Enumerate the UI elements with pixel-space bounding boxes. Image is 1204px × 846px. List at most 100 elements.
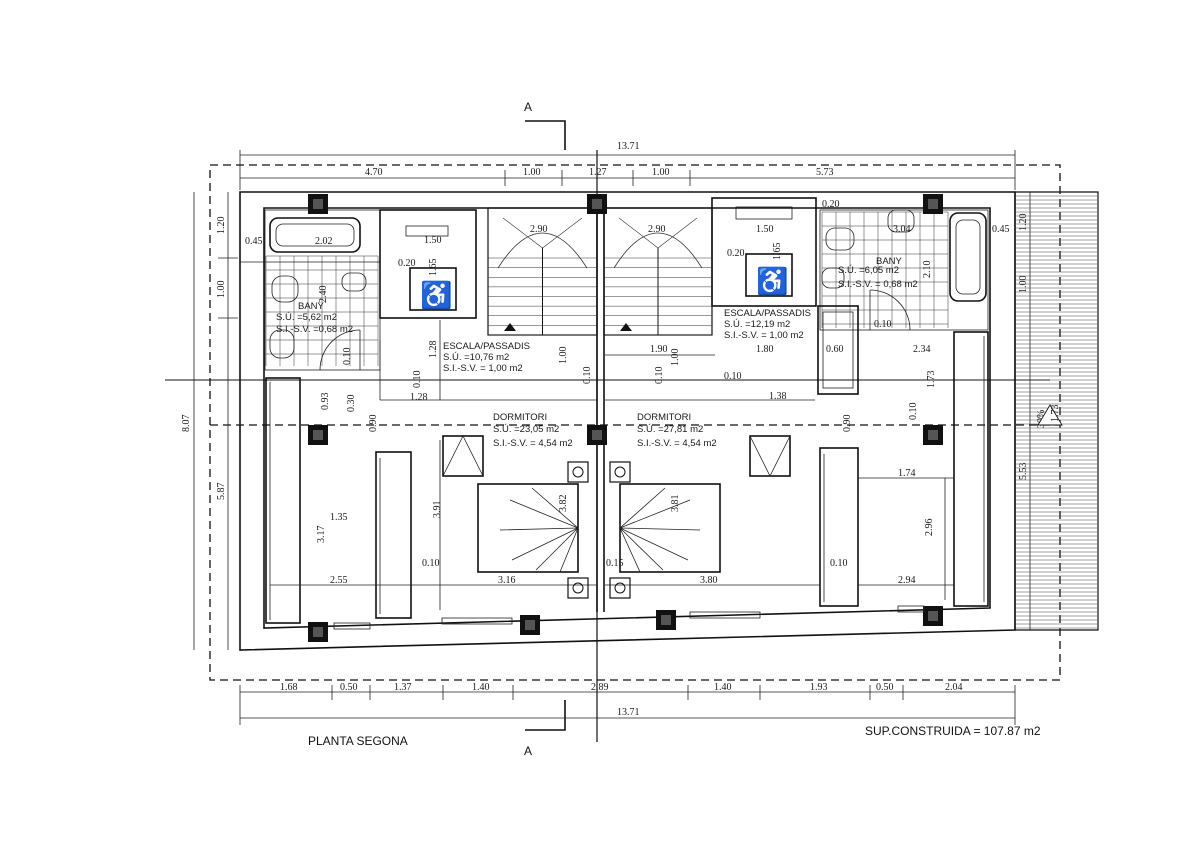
duct-right [817, 305, 859, 395]
section-label-bottom: A [524, 744, 532, 758]
dim-am: 1.35 [330, 512, 348, 523]
bathtub-left [269, 217, 361, 253]
dim-bottom-3: 1.40 [472, 682, 490, 693]
column [923, 606, 943, 626]
section-marker-top: A [524, 100, 566, 150]
column [520, 615, 540, 635]
dim-af: 3.81 [670, 495, 681, 513]
dim-ao: 0.15 [606, 558, 624, 569]
room-sisv-dorm-right: S.I.-S.V. = 4,54 m2 [637, 438, 717, 449]
dim-p: 0.10 [582, 367, 593, 385]
dim-overall-left: 8.07 [181, 415, 192, 433]
dim-o: 1.28 [410, 392, 428, 403]
dim-top-4: 5.73 [816, 167, 834, 178]
dim-ah: 0.10 [908, 403, 919, 421]
dim-bottom-7: 0.50 [876, 682, 894, 693]
room-name-dorm-left: DORMITORI [493, 412, 547, 423]
right-dimensions: 1.20 1.00 5.53 [1018, 192, 1031, 630]
top-dimensions: 13.71 4.70 1.00 1.27 1.00 5.73 [239, 141, 1016, 190]
dim-s: 1.90 [650, 344, 668, 355]
dim-r: 0.10 [724, 371, 742, 382]
column [656, 610, 676, 630]
plan-title: PLANTA SEGONA [308, 734, 408, 748]
skylights [442, 435, 791, 477]
dim-aa: 0.93 [320, 393, 331, 411]
room-sisv-bany-left: S.I.-S.V. =0,68 m2 [276, 324, 353, 335]
dim-lift-l-l: 1.65 [428, 259, 439, 277]
dim-bath-r-i: 3.04 [893, 224, 911, 235]
bottom-windows [333, 605, 925, 630]
dim-m: 0.10 [412, 371, 423, 389]
bottom-dimensions: 1.68 0.50 1.37 1.40 2.89 1.40 1.93 0.50 … [239, 682, 1016, 725]
toilet-right [825, 227, 855, 251]
dim-overall-top: 13.71 [617, 141, 640, 152]
room-name-escala-right: ESCALA/PASSADIS [724, 308, 811, 319]
dim-lift-r-av: 0.20 [727, 248, 745, 259]
bathroom-left: 0.45 2.02 2.40 BANY S.Ú. =5,62 m2 S.I.-S… [240, 209, 381, 371]
dim-left-0: 1.20 [216, 217, 227, 235]
room-su-bany-right: S.Ú. =6,05 m2 [838, 265, 899, 276]
stair-left [487, 207, 598, 336]
dim-bottom-8: 2.04 [945, 682, 963, 693]
dim-lift-l-d: 0.20 [398, 258, 416, 269]
dim-stair-f: 2.90 [648, 224, 666, 235]
wheelchair-icon: ♿ [420, 280, 452, 310]
bolt-plate [609, 577, 631, 599]
dim-an: 0.10 [422, 558, 440, 569]
dim-top-0: 4.70 [365, 167, 383, 178]
dim-left-1: 1.00 [216, 281, 227, 299]
room-sisv-dorm-left: S.I.-S.V. = 4,54 m2 [493, 438, 573, 449]
lift-left: 1.50 0.20 1.65 ♿ [379, 209, 477, 319]
room-su-escala-right: S.Ú. =12,19 m2 [724, 319, 790, 330]
column [308, 194, 328, 214]
slope-marker: 30% 1.73 [1036, 404, 1063, 428]
dim-ab: 0.30 [346, 395, 357, 413]
room-sisv-escala-left: S.I.-S.V. = 1,00 m2 [443, 363, 523, 374]
dim-z: 0.10 [874, 319, 892, 330]
dim-aq: 3.16 [498, 575, 516, 586]
sink-right [887, 209, 915, 233]
room-su-dorm-right: S.Ú. =27,81 m2 [637, 424, 703, 435]
sink-left [269, 329, 295, 359]
dim-stair-e: 2.90 [530, 224, 548, 235]
dim-v: 1.80 [756, 344, 774, 355]
dim-bottom-0: 1.68 [280, 682, 298, 693]
dim-at: 2.94 [898, 575, 916, 586]
dim-as: 0.10 [830, 558, 848, 569]
wheelchair-icon: ♿ [756, 266, 788, 296]
dim-ac: 0.90 [368, 415, 379, 433]
dim-bath-r-h: 0.20 [822, 199, 840, 210]
bolt-plate [567, 461, 589, 483]
room-name-dorm-right: DORMITORI [637, 412, 691, 423]
lift-right: 1.50 0.20 1.65 ♿ [711, 197, 817, 307]
column [923, 194, 943, 214]
dim-lift-r-ax: 1.65 [772, 243, 783, 261]
dim-bath-l-a: 0.45 [245, 236, 263, 247]
room-su-escala-left: S.Ú. =10,76 m2 [443, 352, 509, 363]
bed-left: 3.82 [477, 483, 579, 573]
dim-left-2: 5.87 [216, 483, 227, 501]
bathroom-right: 0.20 3.04 0.45 2.10 BANY S.Ú. =6,05 m2 S… [819, 199, 1010, 331]
dim-top-2: 1.27 [589, 167, 607, 178]
dim-bath-l-k: 2.40 [318, 286, 329, 304]
dim-w: 0.60 [826, 344, 844, 355]
left-dimensions: 8.07 1.20 1.00 5.87 [181, 192, 238, 650]
roof-hatch [1014, 191, 1099, 631]
dim-ap: 2.55 [330, 575, 348, 586]
dim-ai: 1.73 [926, 371, 937, 389]
column [587, 194, 607, 214]
dim-bath-r-j: 0.45 [992, 224, 1010, 235]
dim-ae: 3.82 [558, 495, 569, 513]
dim-top-3: 1.00 [652, 167, 670, 178]
dim-lift-r-g: 1.50 [756, 224, 774, 235]
column [923, 425, 943, 445]
dim-y: 1.38 [769, 391, 787, 402]
dim-right-0: 1.20 [1018, 214, 1029, 232]
dim-ag: 0.90 [842, 415, 853, 433]
dim-bottom-1: 0.50 [340, 682, 358, 693]
built-area: SUP.CONSTRUIDA = 107.87 m2 [865, 724, 1041, 738]
dim-ak: 2.96 [924, 519, 935, 537]
column [308, 425, 328, 445]
bolt-plate [609, 461, 631, 483]
